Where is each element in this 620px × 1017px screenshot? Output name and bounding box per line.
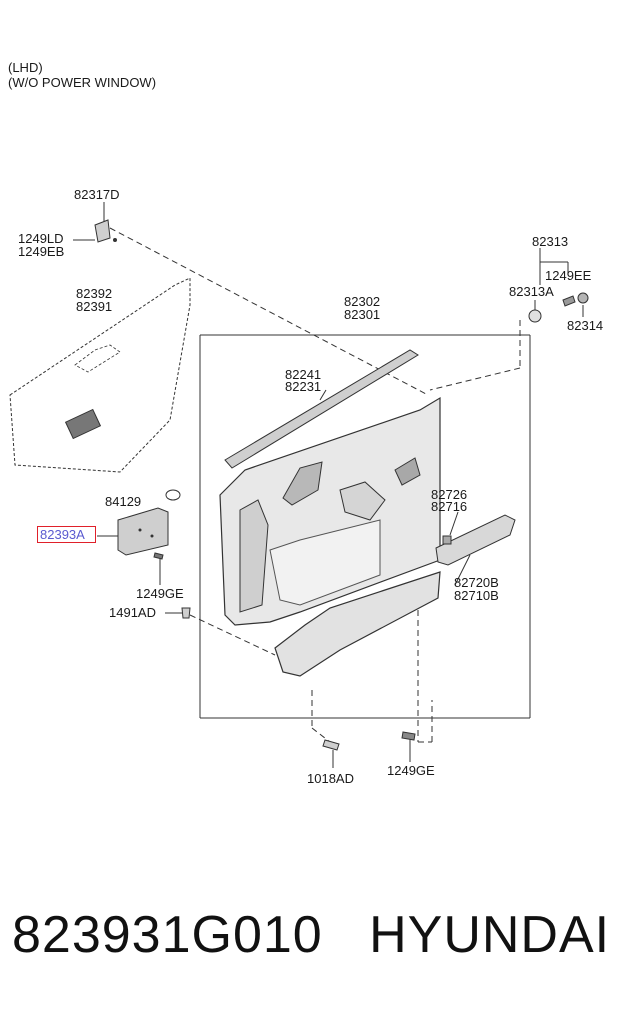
label-84129: 84129 [105, 494, 141, 509]
screw-1249GE-a [153, 552, 164, 560]
label-82391: 82391 [76, 299, 112, 314]
label-1491AD: 1491AD [109, 605, 156, 620]
label-1249GE-a: 1249GE [136, 586, 184, 601]
insulation-sheet [9, 277, 191, 473]
label-82241: 82241 [285, 367, 321, 382]
clip-1018AD [322, 739, 340, 751]
armrest-lower [274, 571, 441, 677]
label-82720B: 82720B [454, 575, 499, 590]
door-trim-panel [219, 396, 441, 626]
label-1249GE-b: 1249GE [387, 763, 435, 778]
highlight-box [37, 526, 96, 543]
footer-part-number: 823931G010 [12, 906, 323, 964]
label-82313A: 82313A [509, 284, 554, 299]
bracket-82393A [117, 507, 169, 556]
label-82317D: 82317D [74, 187, 120, 202]
label-1018AD: 1018AD [307, 771, 354, 786]
weatherstrip-82241 [224, 349, 419, 469]
label-82231: 82231 [285, 379, 321, 394]
pad-84129 [165, 489, 181, 501]
label-82302: 82302 [344, 294, 380, 309]
screw-82726 [442, 535, 452, 545]
footer-brand: HYUNDAI [369, 906, 611, 964]
label-82726: 82726 [431, 487, 467, 502]
parts-diagram: 82317D 1249LD 1249EB 82392 82391 82302 8… [9, 187, 603, 786]
label-82301: 82301 [344, 307, 380, 322]
clip-1491AD [181, 607, 191, 619]
retainer-82313 [528, 292, 589, 323]
grip-handle [435, 514, 516, 566]
note-without-power-window: (W/O POWER WINDOW) [8, 75, 157, 90]
label-82314: 82314 [567, 318, 603, 333]
clip-82317D [94, 219, 117, 243]
label-82710B: 82710B [454, 588, 499, 603]
label-1249EE: 1249EE [545, 268, 592, 283]
note-lhd: (LHD) [8, 60, 43, 75]
label-82392: 82392 [76, 286, 112, 301]
label-1249LD: 1249LD [18, 231, 64, 246]
screw-1249GE-b [401, 731, 416, 741]
label-1249EB: 1249EB [18, 244, 64, 259]
label-82716: 82716 [431, 499, 467, 514]
footer: 823931G010 HYUNDAI [12, 905, 610, 965]
label-82393A-highlighted[interactable]: 82393A [40, 527, 85, 542]
label-82313: 82313 [532, 234, 568, 249]
